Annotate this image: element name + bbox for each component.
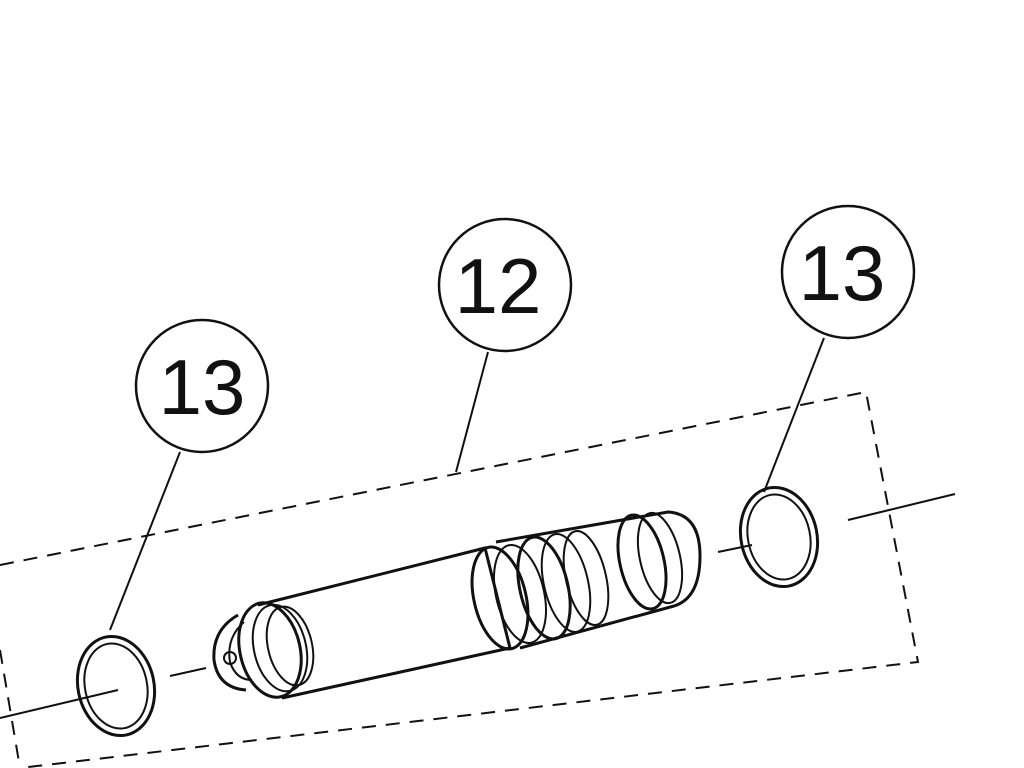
callout-label-12: 12 [455, 242, 542, 330]
right-o-ring [738, 485, 820, 589]
callout-bubble-right-13: 13 [780, 204, 916, 340]
callout-label-left-13: 13 [159, 343, 246, 431]
leader-lines [109, 337, 825, 631]
left-o-ring [75, 634, 157, 738]
spool-cartridge [212, 510, 702, 700]
callout-bubble-12: 12 [437, 217, 573, 353]
center-axis [0, 493, 956, 719]
assembly-boundary [0, 390, 920, 768]
callout-bubble-left-13: 13 [134, 318, 270, 454]
callout-label-right-13: 13 [799, 229, 886, 317]
